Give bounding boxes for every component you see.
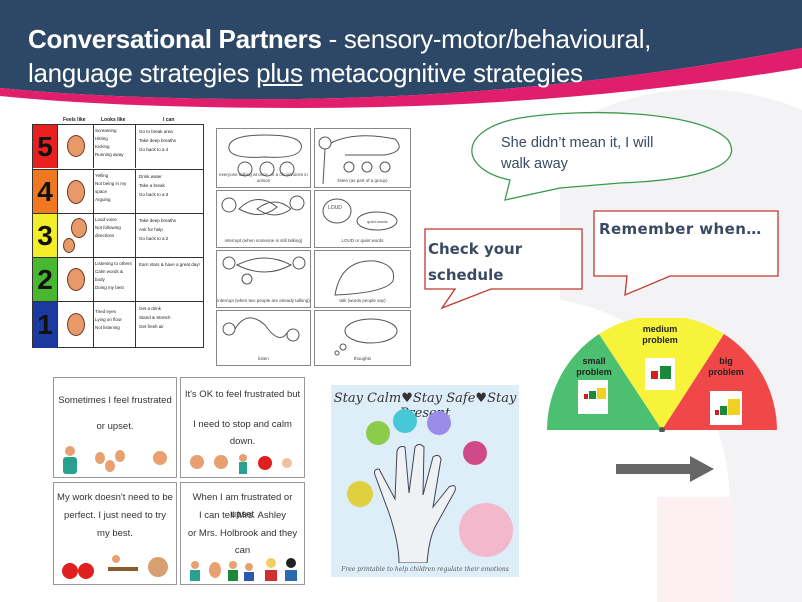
title-line2-a: language strategies (28, 58, 257, 88)
social-story-card: My work doesn't need to be perfect. I ju… (53, 482, 177, 585)
interrupt-icon (221, 195, 305, 216)
best-effort-symbols-icon (62, 555, 168, 579)
title-line2-b: metacognitive strategies (302, 58, 583, 88)
thought-cloud-icon (334, 318, 398, 356)
see-icon (347, 481, 373, 507)
title-bold: Conversational Partners (28, 24, 322, 54)
comic-caption: talk (words people say) (339, 298, 386, 303)
hear-icon (393, 409, 417, 433)
title-rest: - sensory-motor/behavioural, (321, 24, 652, 54)
comic-caption: listen (as part of a group) (337, 178, 388, 183)
gauge-pivot (659, 427, 665, 432)
social-story-card: Sometimes I feel frustrated or upset. (53, 377, 177, 478)
comic-cell: LOUD quiet words LOUD or quiet words (314, 190, 411, 248)
social-story-card: It's OK to feel frustrated but I need to… (180, 377, 305, 478)
breathe-icon (459, 503, 513, 557)
stay-calm-poster: Stay Calm♥Stay Safe♥Stay Present Free pr… (331, 385, 519, 577)
face-icon (57, 125, 94, 168)
remember-when-text: Remember when… (599, 220, 762, 238)
zone-level: 2 (33, 258, 57, 301)
zone-level: 4 (33, 170, 57, 213)
group-talk-icon (228, 134, 302, 177)
comic-caption: thoughts (353, 356, 372, 361)
loud-quiet-icon: LOUD quiet words (322, 198, 398, 231)
zone-level: 3 (33, 214, 57, 257)
comic-caption: interrupt (when two people are already t… (217, 298, 310, 303)
gauge-big-segment (662, 334, 777, 430)
touch-icon (366, 421, 390, 445)
comic-cell: talk (words people say) (314, 250, 411, 308)
slide-header: Conversational Partners - sensory-motor/… (0, 0, 802, 110)
tell-adult-symbols-icon (190, 558, 297, 581)
green-speech-bubble (471, 111, 733, 201)
comic-caption: everyone talking at once, or a choir/voi… (219, 172, 308, 183)
zones-header-feels: Feels like (63, 117, 86, 123)
talk-bubble-icon (334, 260, 395, 296)
hand-illustration (374, 444, 456, 563)
title-underlined: plus (256, 58, 303, 88)
check-schedule-speech-bubble (424, 228, 583, 310)
header-background (0, 0, 802, 108)
taste-icon (463, 441, 487, 465)
comic-cell: interrupt (when two people are already t… (216, 250, 311, 308)
listen-icon (222, 317, 300, 342)
svg-text:LOUD: LOUD (328, 205, 342, 211)
right-arrow-icon (616, 456, 714, 482)
face-icon (57, 170, 94, 213)
zone-level: 1 (33, 302, 57, 348)
comic-cell: listen (216, 310, 311, 366)
zone-level: 5 (33, 125, 57, 168)
zones-header-looks: Looks like (101, 117, 126, 123)
remember-speech-bubble (593, 210, 779, 297)
interrupt-two-icon (222, 256, 306, 285)
comic-caption: LOUD or quiet words (341, 238, 384, 243)
comic-cell: interrupt (when someone is still talking… (216, 190, 311, 248)
comic-caption: listen (258, 356, 269, 361)
social-story-card: When I am frustrated or upset I can tell… (180, 482, 305, 585)
comic-cell: thoughts (314, 310, 411, 366)
comic-caption: interrupt (when someone is still talking… (224, 238, 303, 243)
zones-header-can: I can (163, 117, 175, 123)
smell-icon (427, 411, 451, 435)
problem-size-gauge (547, 318, 777, 432)
comic-cell: listen (as part of a group) (314, 128, 411, 188)
face-icon (57, 258, 94, 301)
slide-title: Conversational Partners - sensory-motor/… (28, 22, 651, 90)
listen-group-icon (318, 135, 400, 185)
comic-cell: everyone talking at once, or a choir/voi… (216, 128, 311, 188)
face-icon (57, 214, 94, 257)
comic-strip-conversation-symbols: everyone talking at once, or a choir/voi… (216, 128, 411, 366)
face-icon (57, 302, 94, 348)
calm-down-symbols-icon (190, 454, 292, 474)
poster-title: Stay Calm♥Stay Safe♥Stay Present (333, 391, 517, 421)
svg-text:quiet words: quiet words (367, 219, 387, 224)
feelings-symbols-icon (63, 446, 167, 474)
poster-footer: Free printable to help children regulate… (341, 566, 509, 573)
zone-can: Earn stars & have a great day! (135, 258, 203, 301)
